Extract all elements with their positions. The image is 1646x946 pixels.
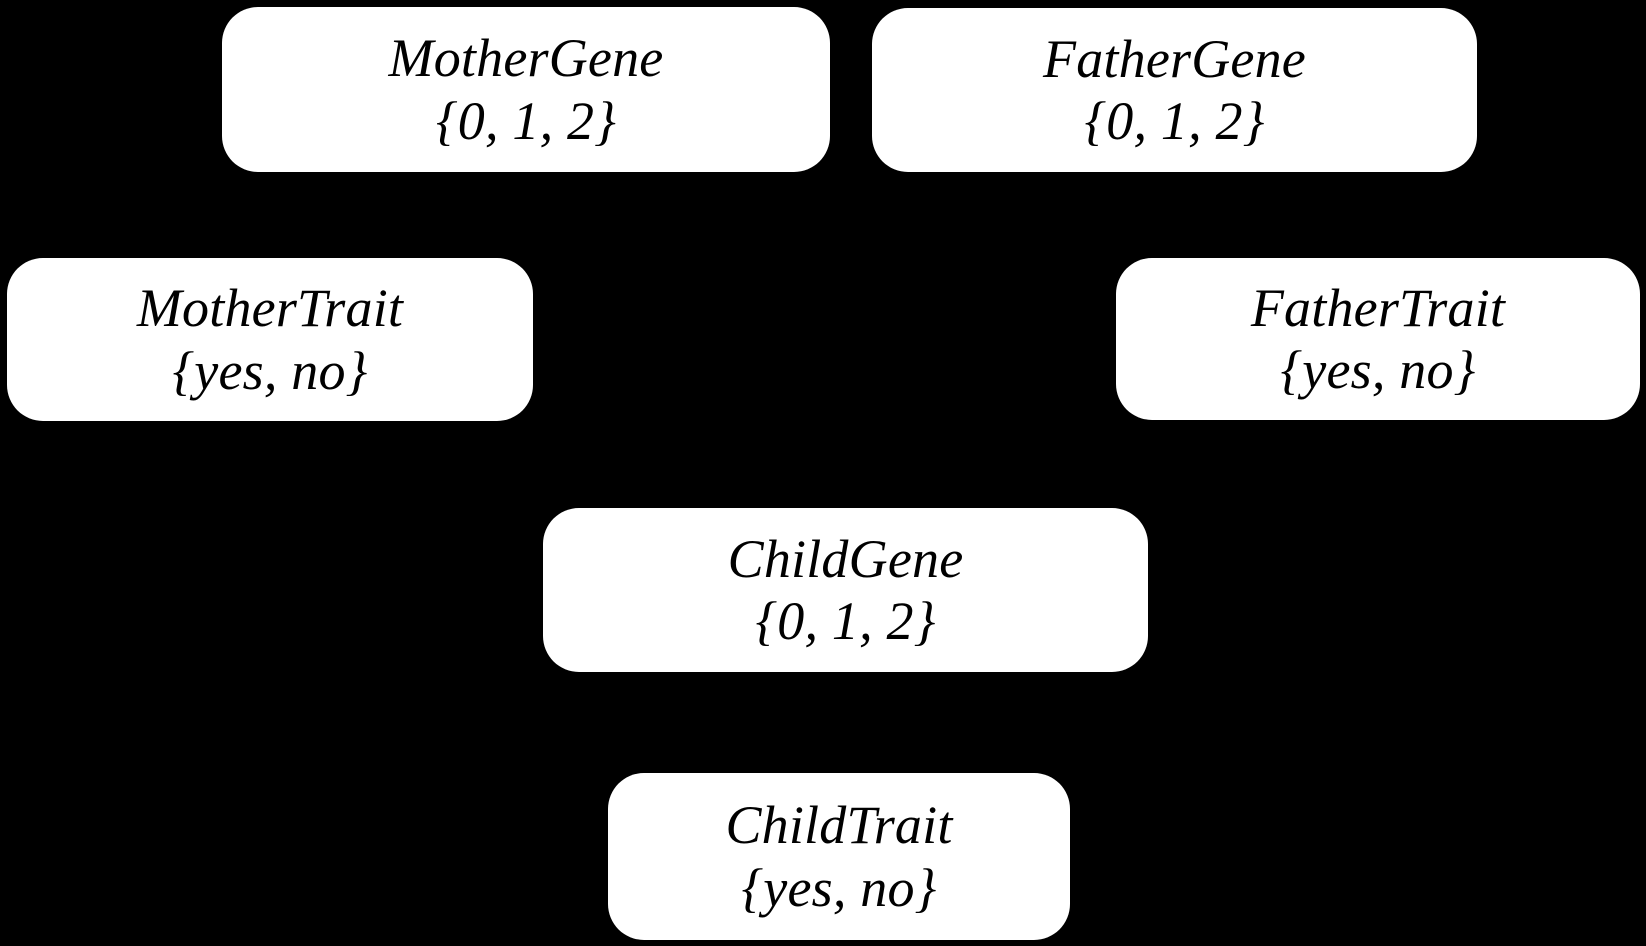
node-child-trait-label: ChildTrait [725, 795, 953, 856]
node-child-gene-domain: {0, 1, 2} [755, 591, 936, 651]
node-mother-gene-domain: {0, 1, 2} [436, 90, 616, 151]
node-child-gene[interactable]: ChildGene {0, 1, 2} [543, 508, 1148, 672]
node-father-gene-label: FatherGene [1043, 28, 1306, 89]
node-mother-gene-label: MotherGene [388, 28, 664, 89]
node-child-gene-label: ChildGene [727, 528, 964, 589]
node-father-trait-label: FatherTrait [1250, 277, 1506, 338]
node-mother-trait-label: MotherTrait [136, 278, 404, 339]
node-mother-trait-domain: {yes, no} [172, 340, 368, 401]
node-father-gene-domain: {0, 1, 2} [1084, 91, 1265, 151]
node-mother-gene[interactable]: MotherGene {0, 1, 2} [222, 7, 830, 172]
node-child-trait-domain: {yes, no} [741, 857, 937, 918]
node-father-gene[interactable]: FatherGene {0, 1, 2} [872, 8, 1477, 172]
node-father-trait[interactable]: FatherTrait {yes, no} [1116, 258, 1640, 420]
node-child-trait[interactable]: ChildTrait {yes, no} [608, 773, 1070, 940]
node-mother-trait[interactable]: MotherTrait {yes, no} [7, 258, 533, 421]
node-father-trait-domain: {yes, no} [1280, 340, 1476, 400]
